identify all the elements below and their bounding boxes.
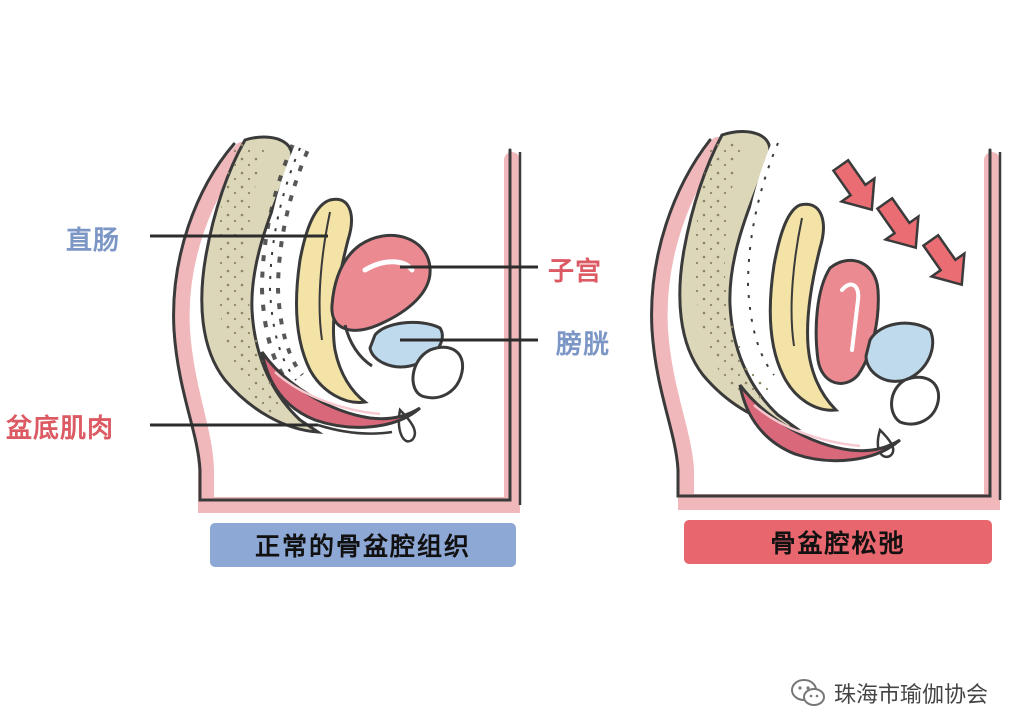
downward-arrow-icon bbox=[831, 158, 876, 212]
rectum-label: 直肠 bbox=[66, 226, 121, 256]
normal-pelvis-caption: 正常的骨盆腔组织 bbox=[210, 523, 516, 567]
pubic-bone bbox=[411, 345, 465, 400]
normal-pelvis-illustration bbox=[150, 135, 538, 513]
downward-arrow-icon bbox=[921, 233, 966, 287]
relaxed-pelvis-illustration bbox=[650, 130, 1002, 510]
rectum-organ bbox=[295, 197, 369, 404]
pelvic-floor-muscle-label: 盆底肌肉 bbox=[6, 414, 115, 444]
uterus-organ bbox=[814, 258, 880, 385]
wechat-icon bbox=[791, 679, 825, 706]
body-outline bbox=[173, 142, 520, 513]
uterus-label: 子宫 bbox=[548, 257, 603, 287]
uterus-organ bbox=[330, 234, 432, 332]
bladder-label: 膀胱 bbox=[556, 330, 611, 360]
pubic-bone bbox=[890, 375, 941, 426]
watermark-text: 珠海市瑜伽协会 bbox=[834, 683, 989, 708]
bladder-organ bbox=[864, 321, 935, 383]
watermark: 珠海市瑜伽协会 bbox=[790, 676, 988, 710]
pelvic-floor-muscle-organ bbox=[738, 384, 901, 463]
pelvic-floor-muscle-organ bbox=[260, 351, 421, 429]
downward-arrow-icon bbox=[875, 196, 920, 250]
rectum-organ bbox=[768, 202, 840, 412]
relaxed-pelvis-caption: 骨盆腔松弛 bbox=[684, 520, 992, 564]
